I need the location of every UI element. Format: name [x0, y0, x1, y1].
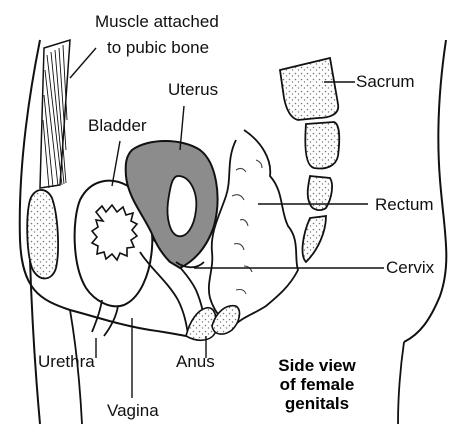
label-cervix: Cervix — [386, 258, 434, 278]
label-urethra: Urethra — [38, 352, 95, 372]
label-anus: Anus — [176, 352, 215, 372]
coccyx — [303, 216, 326, 262]
leader-bladder — [112, 141, 120, 186]
pubic-bone — [27, 190, 58, 279]
leader-muscle — [70, 48, 96, 78]
label-muscle-line1: Muscle attached — [95, 12, 219, 32]
label-vagina: Vagina — [107, 401, 159, 421]
label-sacrum: Sacrum — [356, 72, 415, 92]
buttock-outline — [398, 342, 404, 424]
sacrum-segment-2 — [305, 122, 339, 169]
diagram-title: Side view of female genitals — [262, 356, 372, 413]
label-rectum: Rectum — [375, 195, 434, 215]
body-front-outline — [30, 260, 40, 424]
title-line-1: Side view — [262, 356, 372, 375]
sacrum-segment-3 — [308, 176, 332, 210]
uterus-cavity — [167, 176, 196, 236]
pubic-muscle — [40, 40, 70, 188]
label-uterus: Uterus — [168, 80, 218, 100]
title-line-3: genitals — [262, 394, 372, 413]
label-muscle-line2: to pubic bone — [107, 38, 209, 58]
label-bladder: Bladder — [88, 116, 147, 136]
rectum — [209, 130, 298, 328]
title-line-2: of female — [262, 375, 372, 394]
rectum-folds — [232, 160, 262, 294]
sacrum-segment-1 — [280, 58, 338, 120]
